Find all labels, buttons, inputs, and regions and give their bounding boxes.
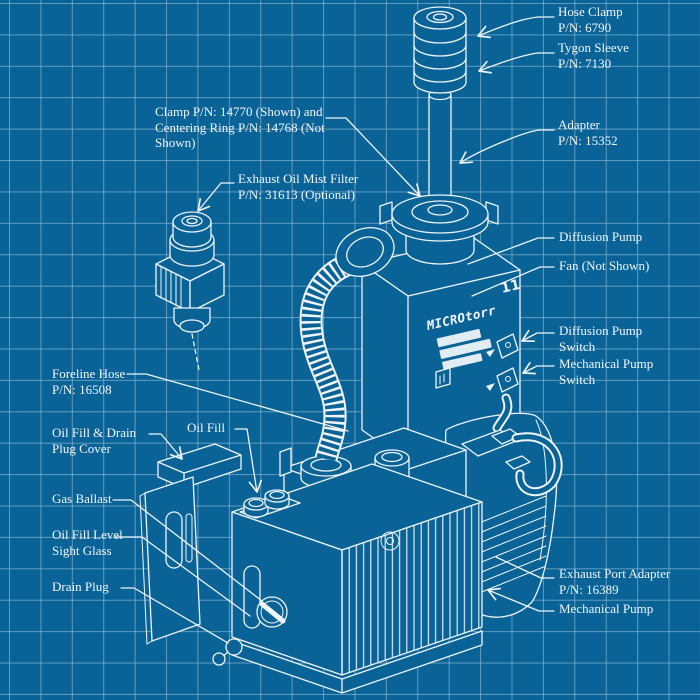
label-adapter: Adapter P/N: 15352 (558, 117, 618, 148)
cover-lid (157, 443, 242, 489)
hose-clamp-tygon-sleeve-stack (413, 6, 467, 94)
power-cord (461, 393, 563, 497)
mechanical-pump-switch-part (486, 367, 519, 393)
gas-ballast-knob (256, 596, 288, 628)
clamp-flange-assembly (379, 194, 499, 265)
filter-mount-dashed-line (191, 333, 200, 371)
label-diffusion-pump: Diffusion Pump (559, 229, 643, 244)
leader-sight-glass (114, 536, 251, 617)
diffusion-pump-switch-part (486, 333, 519, 359)
label-exhaust-oil-mist-filter: Exhaust Oil Mist Filter P/N: 31613 (Opti… (238, 171, 359, 202)
small-tag (435, 367, 451, 389)
leader-diffusion-pump (467, 237, 555, 265)
leader-filter (197, 182, 235, 212)
sight-glass-slot (243, 565, 261, 629)
leader-fan (471, 266, 555, 297)
leader-tygon-sleeve (478, 52, 555, 74)
label-diffusion-pump-switch: Diffusion Pump Switch (559, 323, 643, 354)
drain-plug-part (212, 638, 243, 666)
leader-lines (112, 16, 555, 644)
label-mechanical-pump-switch: Mechanical Pump Switch (559, 356, 654, 387)
leader-hose-clamp (477, 16, 555, 39)
foreline-hose-part (299, 247, 369, 462)
warning-label-block (436, 328, 492, 370)
label-fan: Fan (Not Shown) (559, 258, 650, 273)
label-foreline-hose: Foreline Hose P/N: 16508 (52, 366, 126, 397)
label-oil-fill-level-sight-glass: Oil Fill Level Sight Glass (52, 527, 123, 558)
leader-cover (148, 433, 183, 460)
label-mechanical-pump: Mechanical Pump (559, 601, 654, 616)
leader-mechanical-pump (487, 587, 555, 612)
label-drain-plug: Drain Plug (52, 579, 109, 594)
pump-badge (380, 531, 400, 551)
mechanical-pump-body (231, 463, 483, 676)
leader-foreline-hose (126, 373, 349, 432)
adapter-pipe (428, 89, 452, 213)
leader-clamp (325, 117, 421, 197)
label-exhaust-port-adapter: Exhaust Port Adapter P/N: 16389 (559, 566, 671, 597)
label-hose-clamp: Hose Clamp P/N: 6790 (558, 4, 623, 35)
label-oil-fill: Oil Fill (187, 420, 225, 435)
exhaust-oil-mist-filter-part (155, 211, 225, 371)
pump-left-face-details (212, 565, 288, 666)
label-oil-fill-drain-plug-cover: Oil Fill & Drain Plug Cover (52, 425, 137, 456)
cover-panel (139, 476, 201, 645)
hose-elbow-ring (335, 227, 395, 277)
leader-mp-switch (522, 362, 555, 375)
label-gas-ballast: Gas Ballast (52, 491, 112, 506)
diffusion-pump-body: MICROtorr 11 (361, 237, 522, 463)
leader-exhaust-port-adapter (495, 556, 555, 579)
leader-drain-plug (120, 587, 229, 644)
leader-adapter (459, 129, 555, 164)
leader-oil-fill (234, 428, 263, 493)
label-tygon-sleeve: Tygon Sleeve P/N: 7130 (558, 40, 629, 71)
leader-dp-switch (521, 329, 555, 343)
oil-fill-caps (239, 489, 301, 519)
label-clamp-centering-ring: Clamp P/N: 14770 (Shown) and Centering R… (155, 104, 325, 150)
leader-gas-ballast (112, 499, 263, 602)
